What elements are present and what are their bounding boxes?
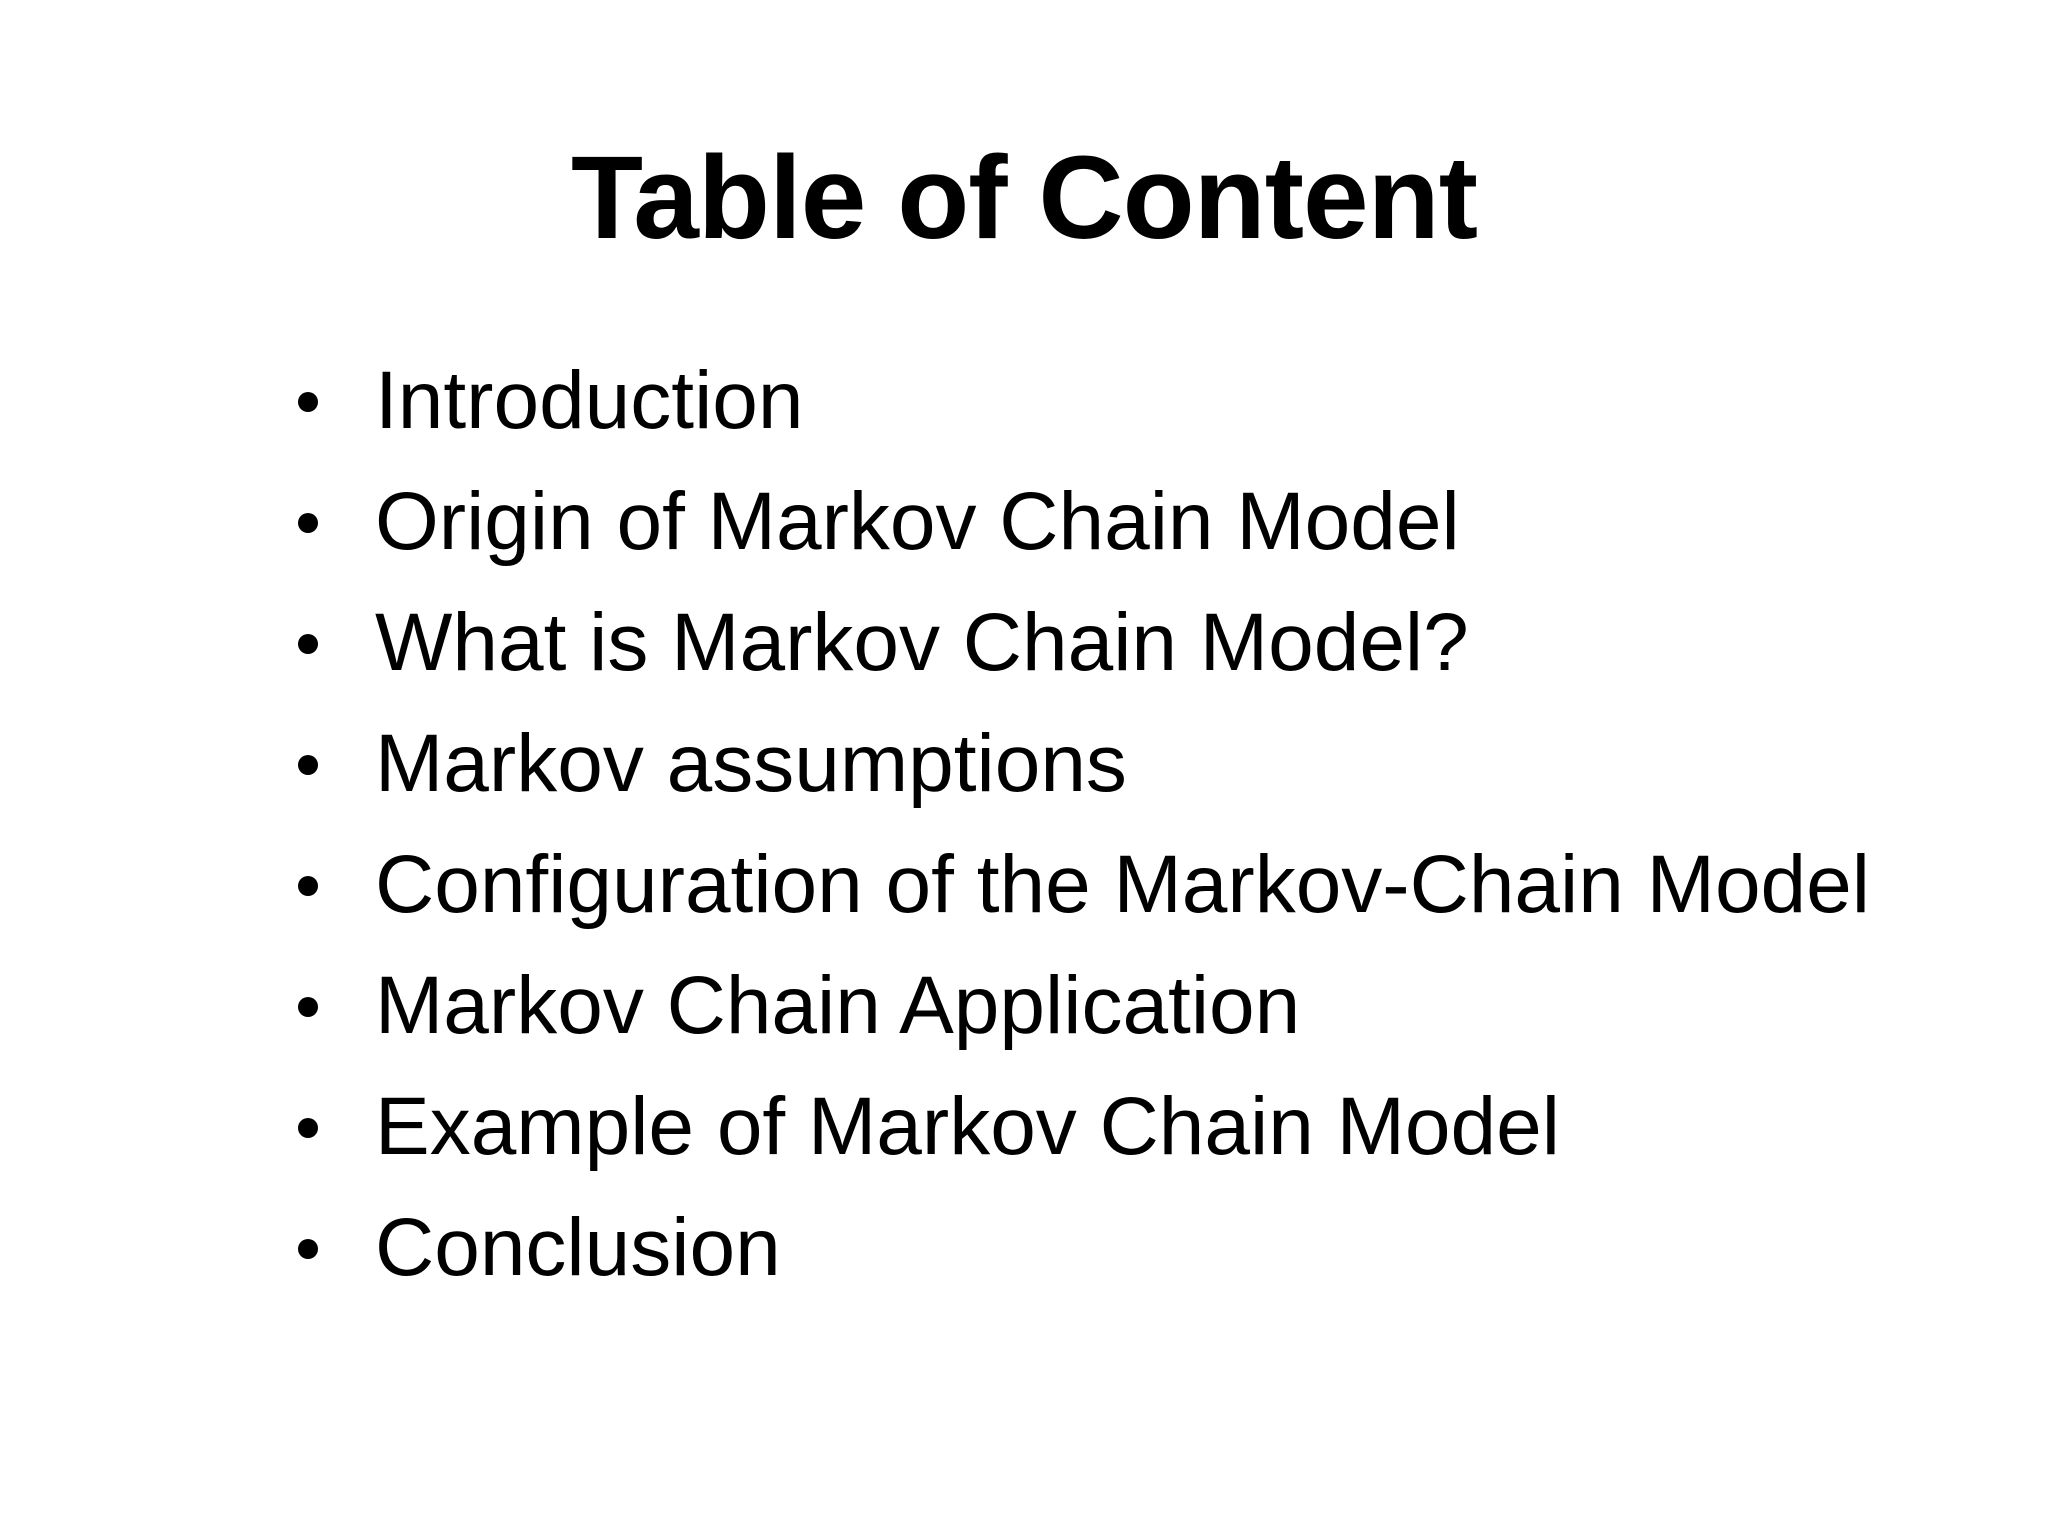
toc-item: What is Markov Chain Model?	[290, 582, 1870, 703]
toc-item-label: Markov assumptions	[375, 718, 1127, 809]
toc-item: Introduction	[290, 340, 1870, 461]
toc-item-label: What is Markov Chain Model?	[375, 597, 1469, 688]
bullet-icon	[298, 997, 318, 1017]
bullet-icon	[298, 513, 318, 533]
toc-item: Conclusion	[290, 1187, 1870, 1308]
toc-item-label: Example of Markov Chain Model	[375, 1081, 1560, 1172]
toc-item: Configuration of the Markov-Chain Model	[290, 824, 1870, 945]
bullet-icon	[298, 1239, 318, 1259]
bullet-icon	[298, 1118, 318, 1138]
toc-item-label: Origin of Markov Chain Model	[375, 476, 1460, 567]
bullet-icon	[298, 634, 318, 654]
toc-list: Introduction Origin of Markov Chain Mode…	[290, 340, 1870, 1308]
toc-item: Markov Chain Application	[290, 945, 1870, 1066]
toc-item-label: Conclusion	[375, 1202, 781, 1293]
toc-item-label: Configuration of the Markov-Chain Model	[375, 839, 1870, 930]
toc-item-label: Introduction	[375, 355, 804, 446]
bullet-icon	[298, 392, 318, 412]
toc-item: Markov assumptions	[290, 703, 1870, 824]
slide-title: Table of Content	[570, 132, 1478, 264]
bullet-icon	[298, 876, 318, 896]
toc-item-label: Markov Chain Application	[375, 960, 1301, 1051]
toc-item: Example of Markov Chain Model	[290, 1066, 1870, 1187]
bullet-icon	[298, 755, 318, 775]
toc-item: Origin of Markov Chain Model	[290, 461, 1870, 582]
